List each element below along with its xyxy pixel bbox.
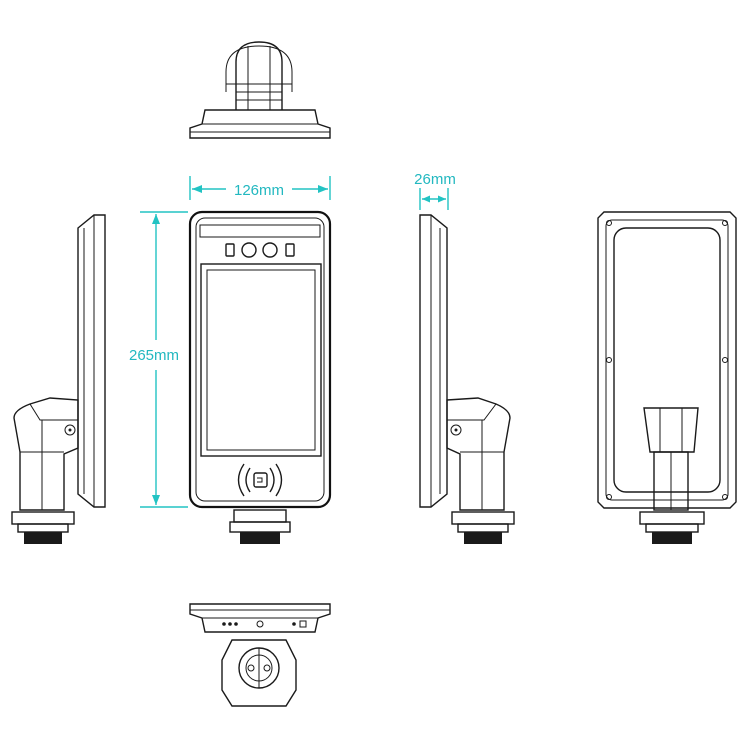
top-view — [189, 41, 331, 139]
display-screen — [200, 263, 322, 457]
front-view — [188, 210, 332, 544]
screw-icon — [722, 220, 728, 226]
sensor-icon — [225, 243, 235, 257]
depth-dimension: 26mm — [414, 171, 456, 210]
height-dimension: 265mm — [129, 211, 188, 508]
right-side-view — [419, 214, 515, 544]
camera-icon — [262, 242, 278, 258]
screw-icon — [606, 494, 612, 500]
screw-icon — [722, 357, 728, 363]
width-label: 126mm — [234, 182, 284, 199]
bottom-view — [189, 603, 331, 707]
width-dimension: 126mm — [189, 176, 331, 200]
camera-icon — [241, 242, 257, 258]
left-side-view — [11, 214, 106, 544]
back-view — [597, 211, 737, 544]
port-icon — [256, 620, 264, 628]
nfc-card-icon — [237, 463, 283, 497]
screw-icon — [722, 494, 728, 500]
height-label: 265mm — [129, 347, 179, 364]
sensor-icon — [285, 243, 295, 257]
depth-label: 26mm — [414, 171, 456, 188]
screw-icon — [606, 220, 612, 226]
screw-icon — [606, 357, 612, 363]
